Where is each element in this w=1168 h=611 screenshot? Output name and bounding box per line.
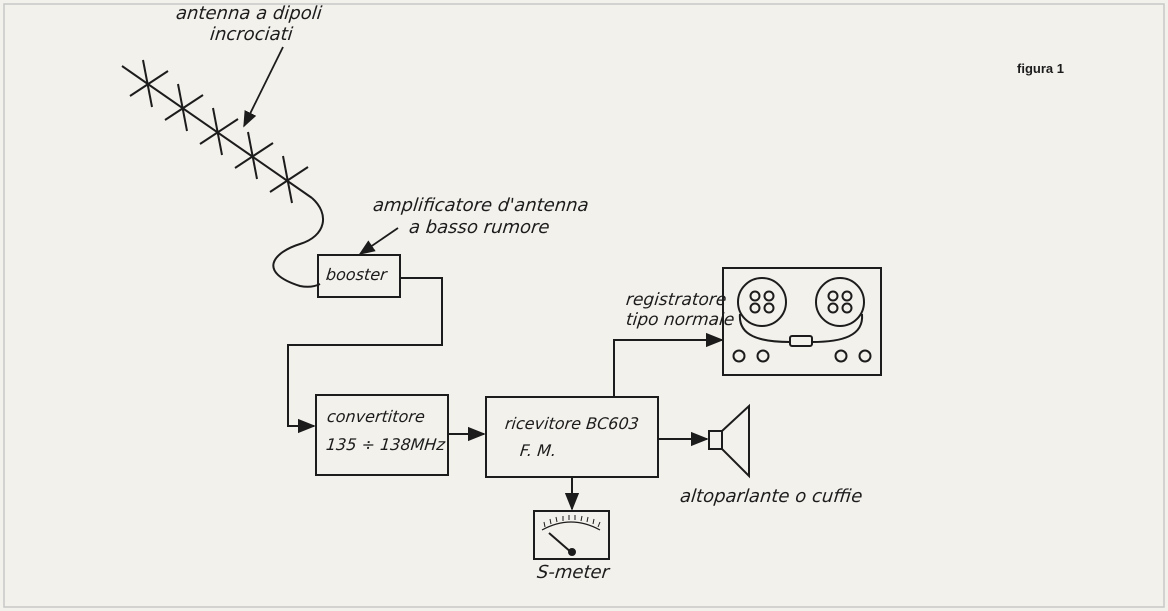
antenna-icon	[121, 59, 313, 204]
receiver-label-line1: ricevitore BC603	[504, 414, 640, 433]
smeter-label: S-meter	[535, 562, 611, 583]
receiver-box	[485, 396, 659, 478]
converter-label-line1: convertitore	[326, 407, 426, 426]
recorder-label-line2: tipo normale	[624, 310, 736, 330]
tape-recorder-icon	[722, 267, 882, 376]
s-meter-icon	[533, 510, 610, 560]
speaker-icon	[708, 403, 750, 479]
figure-label: figura 1	[1017, 61, 1064, 76]
speaker-label: altoparlante o cuffie	[678, 486, 864, 507]
antenna-label-line1: antenna a dipoli	[174, 3, 323, 24]
booster-to-converter-wire	[287, 277, 443, 434]
receiver-label-line2: F. M.	[519, 441, 558, 460]
recorder-label-line1: registratore	[624, 290, 728, 310]
antenna-label-line2: incrociati	[208, 24, 294, 45]
amplifier-label-line1: amplificatore d'antenna	[371, 195, 590, 216]
antenna-pointer-arrow	[243, 46, 284, 128]
booster-label: booster	[325, 265, 388, 284]
figure-border	[3, 3, 1165, 608]
receiver-to-recorder-arrow	[613, 332, 724, 397]
amplifier-pointer-arrow	[358, 227, 399, 255]
booster-box	[317, 254, 401, 298]
antenna-cable	[272, 197, 324, 288]
converter-label-line2: 135 ÷ 138MHz	[325, 435, 446, 454]
amplifier-label-line2: a basso rumore	[407, 217, 551, 238]
